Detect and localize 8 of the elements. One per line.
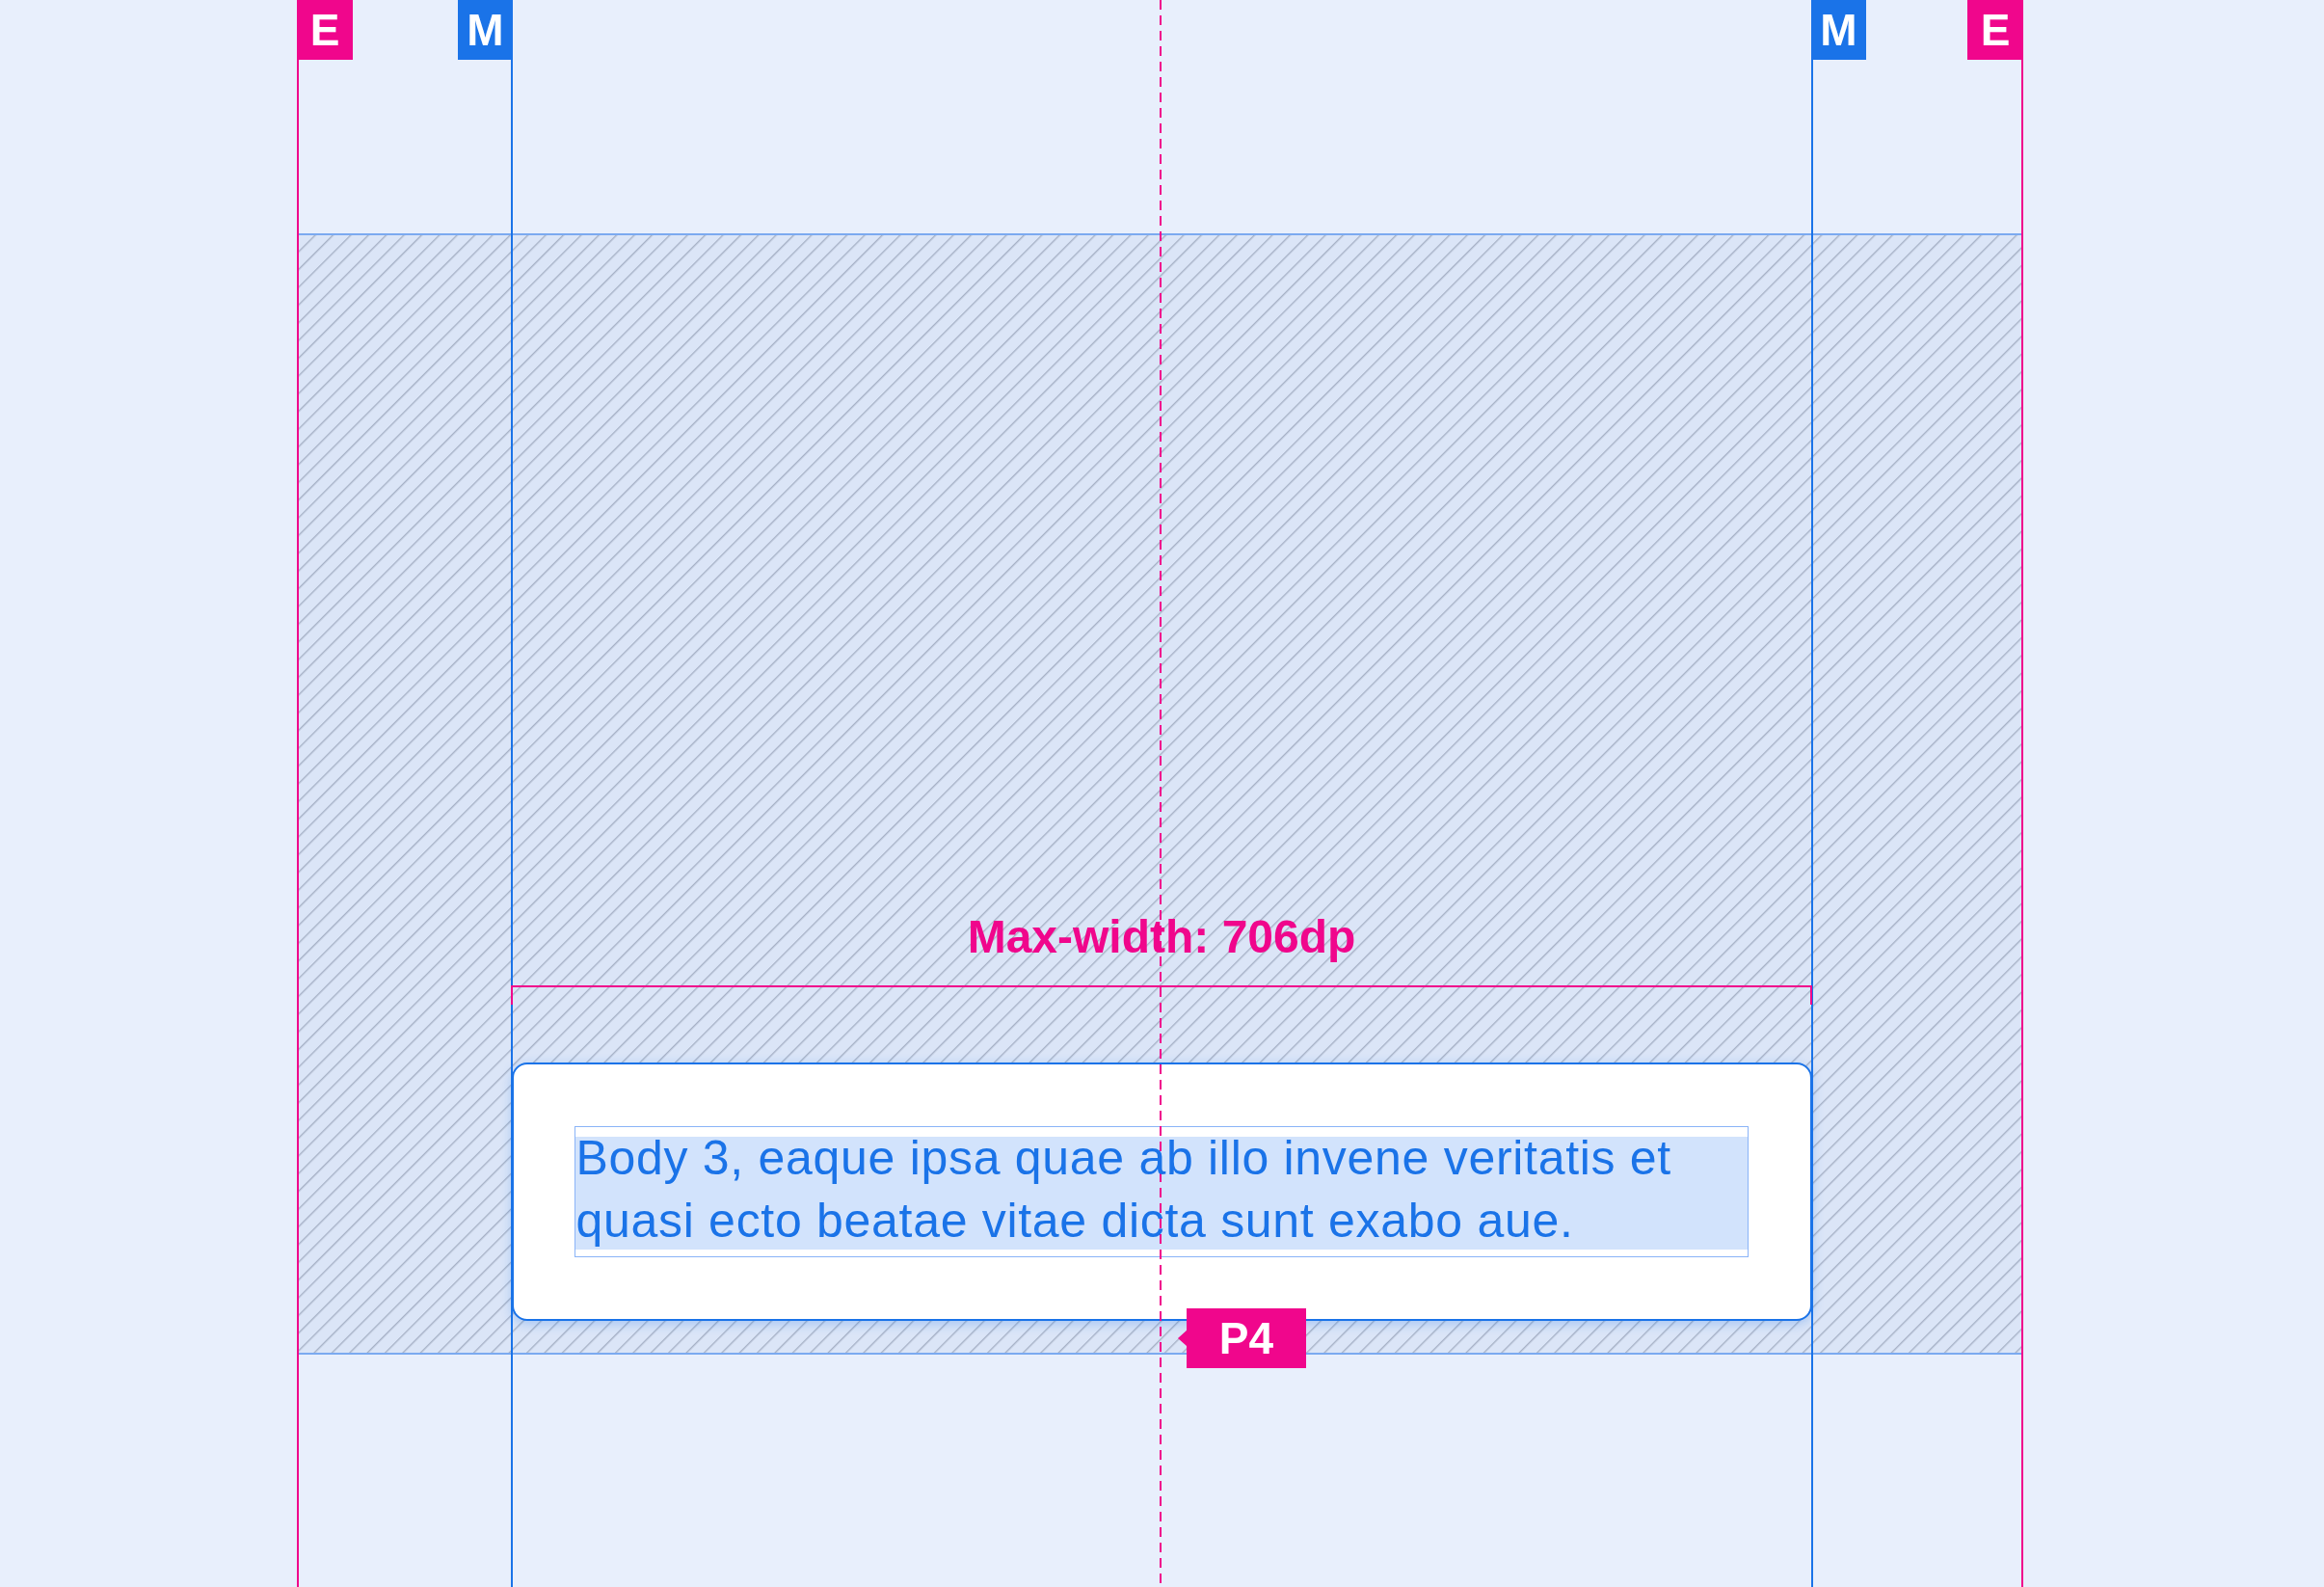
guide-tag: M bbox=[458, 0, 513, 60]
guide-tag: E bbox=[1967, 0, 2023, 60]
card bbox=[512, 1062, 1812, 1321]
body-text: Body 3, eaque ipsa quae ab illo invene veritatis et quasi ecto beatae vitae dicta sunt exabo aue. bbox=[575, 1130, 1672, 1250]
padding-tag: P4 bbox=[1178, 1308, 1306, 1368]
dimension-label: Max-width: 706dp bbox=[967, 910, 1356, 964]
guide-tag: M bbox=[1811, 0, 1866, 60]
guide-tag: E bbox=[297, 0, 353, 60]
